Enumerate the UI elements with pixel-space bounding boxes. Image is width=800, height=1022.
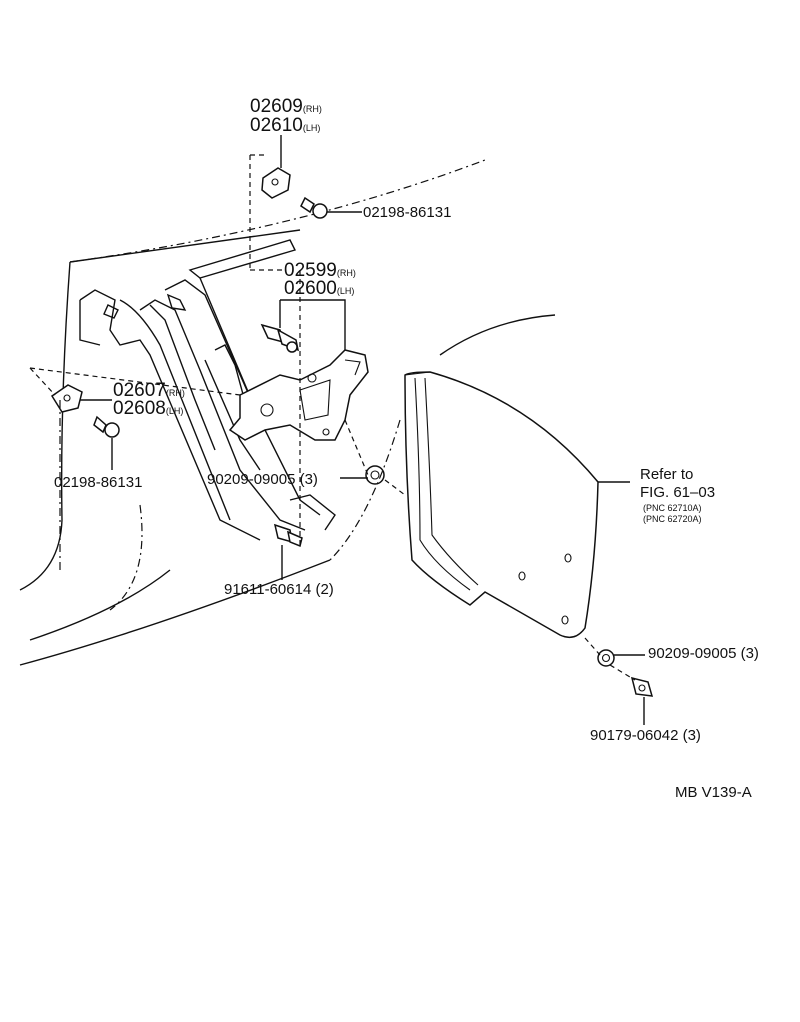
nut-90209-center xyxy=(365,465,385,485)
leader-lines xyxy=(80,135,645,725)
bolt-02599 xyxy=(260,323,300,353)
label-02599-02600: 02599(RH) 02600(LH) xyxy=(284,260,356,299)
nut-90209-right xyxy=(597,649,615,667)
part-number: 02600 xyxy=(284,278,337,299)
reference-line1: Refer to xyxy=(640,466,693,483)
body-panel-outline xyxy=(19,159,556,666)
part-number: 02599 xyxy=(284,260,337,281)
label-91611: 91611-60614 (2) xyxy=(224,581,334,598)
label-02198-upper: 02198-86131 xyxy=(363,204,451,221)
regulator-bracket xyxy=(228,349,369,441)
part-number: 02608 xyxy=(113,398,166,419)
svg-text:02608(LH): 02608(LH) xyxy=(113,398,183,419)
svg-text:02610(LH): 02610(LH) xyxy=(250,115,320,136)
svg-text:02599(RH): 02599(RH) xyxy=(284,260,356,281)
bolt-90179 xyxy=(630,676,654,697)
side-tag: (RH) xyxy=(166,388,185,398)
clip-02609 xyxy=(261,167,291,199)
door-glass xyxy=(404,371,599,639)
side-tag: (LH) xyxy=(303,123,321,133)
bolt-91611 xyxy=(273,523,303,548)
side-tag: (RH) xyxy=(337,268,356,278)
screw-02198-upper xyxy=(300,196,328,219)
reference-pnc1: (PNC 62710A) xyxy=(643,503,702,513)
label-90179: 90179-06042 (3) xyxy=(590,727,701,744)
reference-pnc2: (PNC 62720A) xyxy=(643,514,702,524)
reference-line2: FIG. 61–03 xyxy=(640,484,715,501)
label-reference: Refer to FIG. 61–03 (PNC 62710A) (PNC 62… xyxy=(640,466,715,524)
diagram-id: MB V139-A xyxy=(675,784,752,801)
label-02198-lower: 02198-86131 xyxy=(54,474,142,491)
side-tag: (LH) xyxy=(166,406,184,416)
part-number: 02607 xyxy=(113,380,166,401)
label-02609-02610: 02609(RH) 02610(LH) xyxy=(250,96,322,136)
part-number: 02609 xyxy=(250,96,303,117)
clip-02607 xyxy=(50,384,83,413)
part-number: 02610 xyxy=(250,115,303,136)
screw-02198-lower xyxy=(93,415,120,438)
side-tag: (RH) xyxy=(303,104,322,114)
label-90209-center: 90209-09005 (3) xyxy=(207,471,318,488)
assembly-guides xyxy=(29,154,636,681)
side-tag: (LH) xyxy=(337,286,355,296)
svg-text:02600(LH): 02600(LH) xyxy=(284,278,354,299)
svg-text:02609(RH): 02609(RH) xyxy=(250,96,322,117)
label-02607-02608: 02607(RH) 02608(LH) xyxy=(113,380,185,419)
label-90209-right: 90209-09005 (3) xyxy=(648,645,759,662)
svg-text:02607(RH): 02607(RH) xyxy=(113,380,185,401)
